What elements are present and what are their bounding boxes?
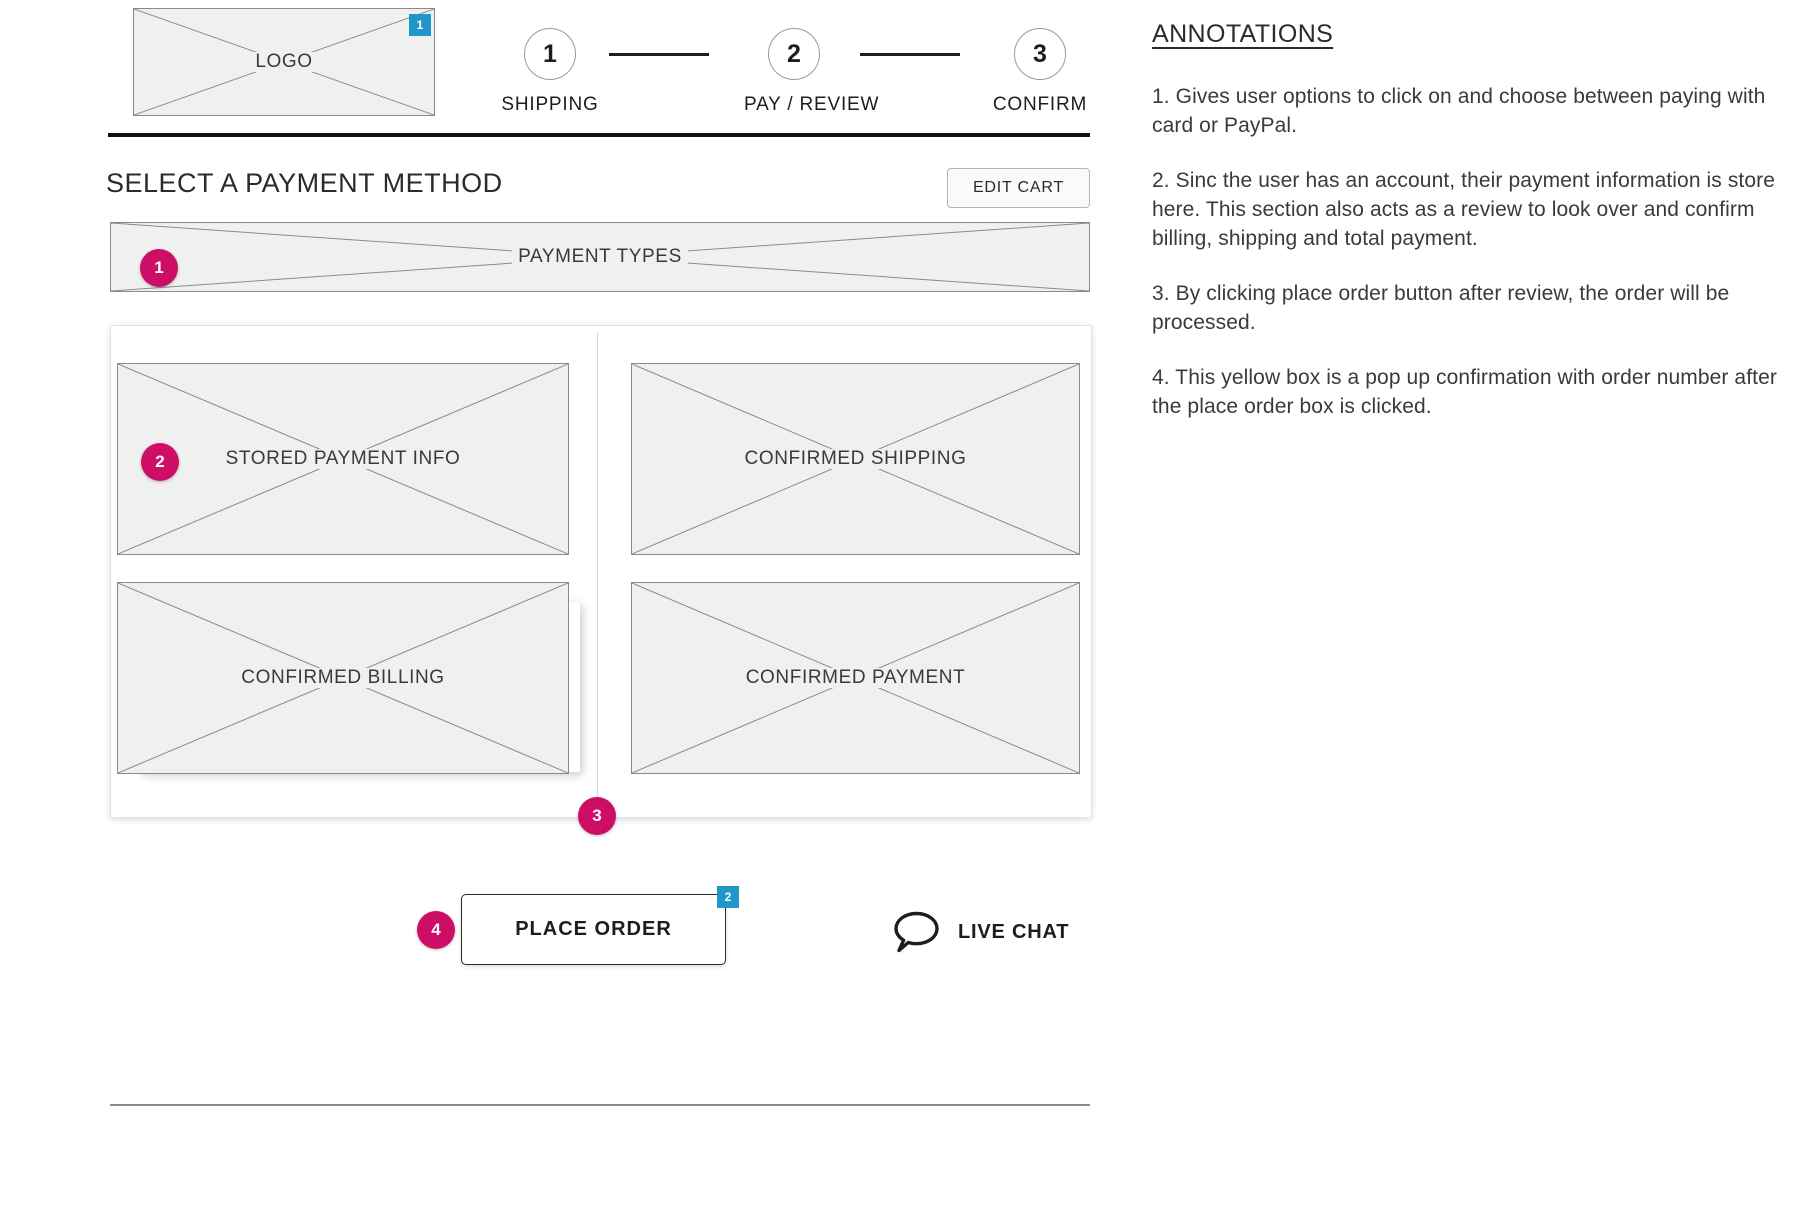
stored-payment-info-placeholder[interactable]: STORED PAYMENT INFO	[117, 363, 569, 555]
step-shipping-number: 1	[524, 28, 576, 80]
step-pay-review[interactable]: 2 PAY / REVIEW	[744, 28, 880, 116]
confirmed-shipping-placeholder[interactable]: CONFIRMED SHIPPING	[631, 363, 1080, 555]
live-chat-label: LIVE CHAT	[958, 920, 1070, 943]
payment-types-placeholder[interactable]: PAYMENT TYPES	[110, 222, 1090, 292]
step-pay-review-label: PAY / REVIEW	[744, 94, 880, 115]
step-pay-review-number: 2	[768, 28, 820, 80]
step-connector-2	[860, 53, 960, 56]
step-shipping-label: SHIPPING	[501, 94, 599, 115]
annotations-panel: ANNOTATIONS 1. Gives user options to cli…	[1152, 20, 1794, 448]
annotation-marker-3: 3	[578, 797, 616, 835]
place-order-annotation-badge: 2	[717, 886, 739, 908]
confirmed-billing-placeholder[interactable]: CONFIRMED BILLING	[117, 582, 569, 774]
placeholder-cross-icon	[118, 364, 568, 554]
placeholder-cross-icon	[632, 583, 1079, 773]
placeholder-cross-icon	[134, 9, 434, 115]
annotations-heading: ANNOTATIONS	[1152, 20, 1334, 48]
step-confirm-label: CONFIRM	[992, 94, 1088, 115]
step-confirm[interactable]: 3 CONFIRM	[990, 28, 1090, 116]
step-connector-1	[609, 53, 709, 56]
placeholder-cross-icon	[111, 223, 1089, 291]
page-title: SELECT A PAYMENT METHOD	[106, 168, 503, 198]
step-shipping[interactable]: 1 SHIPPING	[500, 28, 600, 116]
place-order-button[interactable]: PLACE ORDER	[461, 894, 726, 965]
annotation-item-1: 1. Gives user options to click on and ch…	[1152, 85, 1766, 137]
placeholder-cross-icon	[118, 583, 568, 773]
chat-bubble-icon	[894, 911, 939, 953]
footer-divider	[110, 1104, 1090, 1106]
annotation-item-2: 2. Sinc the user has an account, their p…	[1152, 168, 1776, 250]
header-divider	[108, 133, 1090, 137]
annotation-item-4: 4. This yellow box is a pop up confirmat…	[1152, 365, 1777, 418]
annotation-marker-4: 4	[417, 911, 455, 949]
annotation-marker-1: 1	[140, 249, 178, 287]
edit-cart-button[interactable]: EDIT CART	[947, 168, 1090, 208]
logo-placeholder: LOGO	[133, 8, 435, 116]
confirmed-payment-placeholder[interactable]: CONFIRMED PAYMENT	[631, 582, 1080, 774]
logo-annotation-badge: 1	[409, 14, 431, 36]
live-chat-button[interactable]: LIVE CHAT	[892, 910, 1069, 954]
placeholder-cross-icon	[632, 364, 1079, 554]
card-column-divider	[597, 333, 598, 798]
step-confirm-number: 3	[1014, 28, 1066, 80]
annotation-marker-2: 2	[141, 443, 179, 481]
annotation-item-3: 3. By clicking place order button after …	[1152, 281, 1730, 334]
